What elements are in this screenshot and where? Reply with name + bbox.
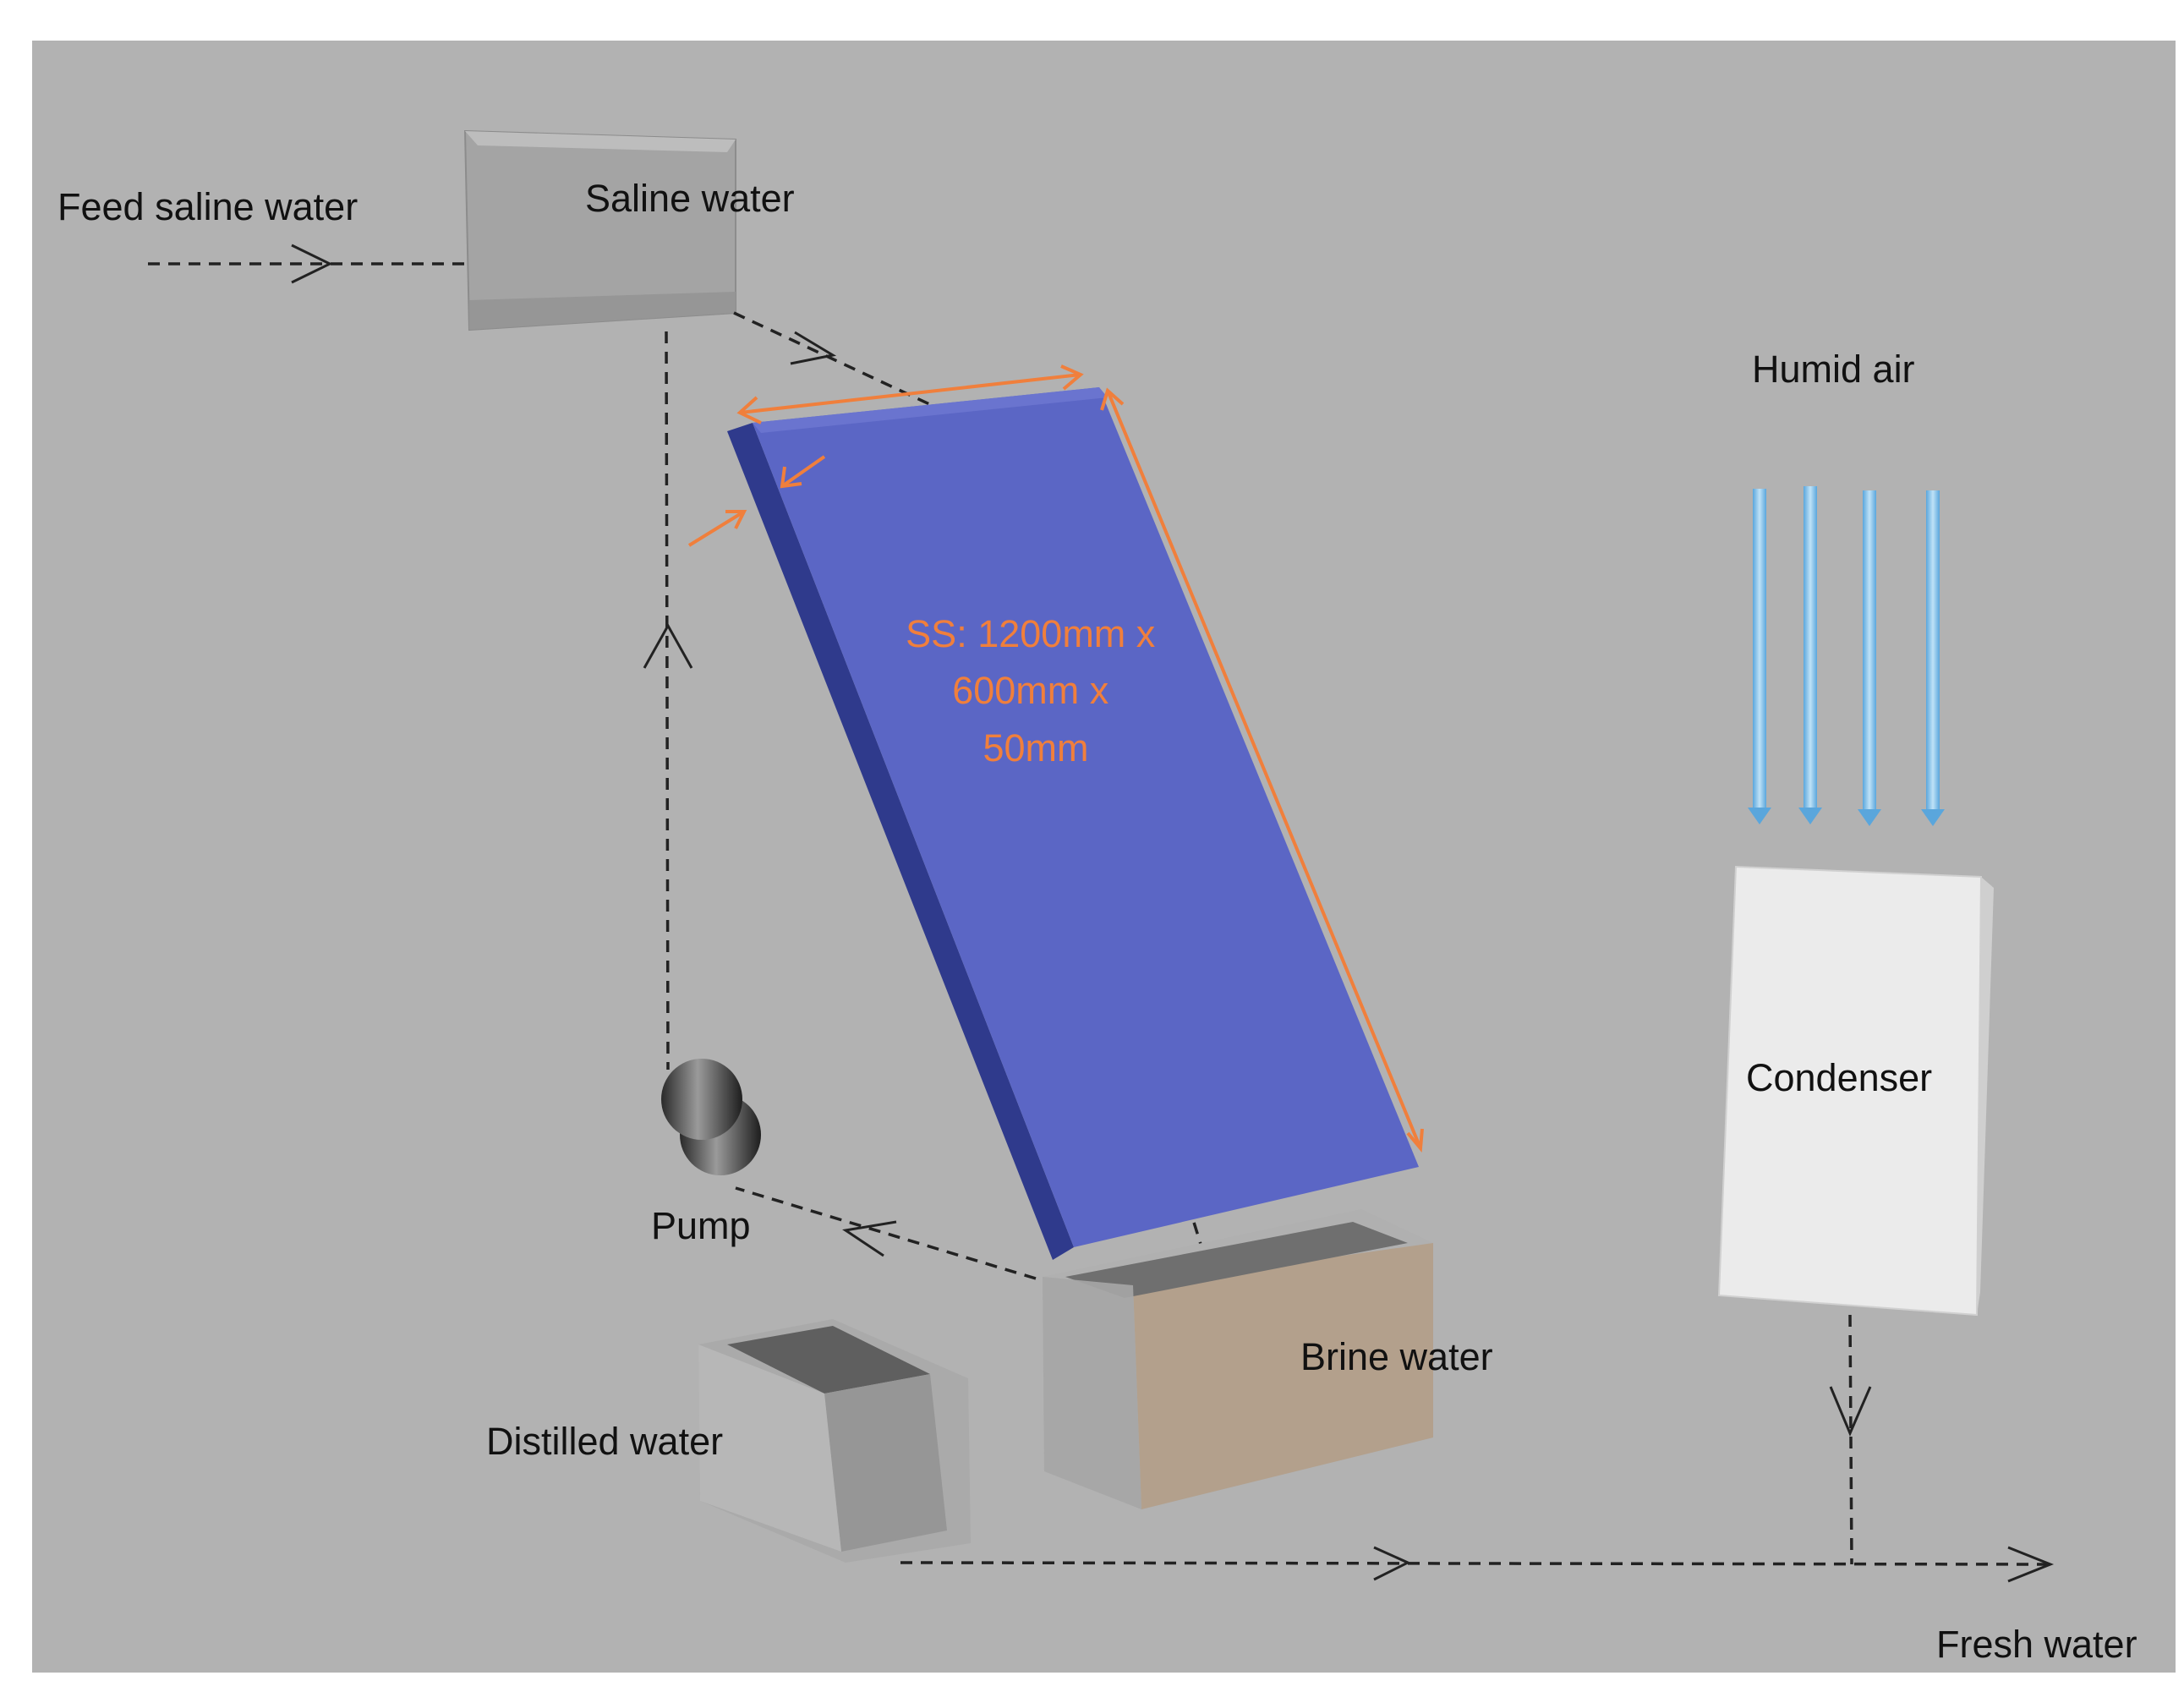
brine-to-pump-line (735, 1186, 1037, 1280)
brine-to-pump-arrow (842, 1220, 897, 1257)
fresh-water-arrow-2 (2007, 1546, 2055, 1583)
condenser-outlet-arrow (1829, 1386, 1872, 1437)
fresh-water-label: Fresh water (1936, 1623, 2137, 1666)
humid-air-label: Humid air (1752, 348, 1915, 391)
condenser-outlet-line (1848, 1314, 1853, 1565)
feed-saline-water-label: Feed saline water (57, 185, 358, 228)
condenser-label: Condenser (1746, 1056, 1932, 1099)
saline-water-tank (463, 129, 736, 331)
solar-still-panel (727, 387, 1419, 1260)
panel-dimension-label: SS: 1200mm x 600mm x 50mm (906, 612, 1166, 769)
panel-dimension-arrows (687, 364, 1424, 1153)
panel-dimension-line-3: 50mm (983, 726, 1088, 769)
fresh-water-arrow-1 (1373, 1546, 1411, 1581)
distilled-water-tank (698, 1319, 971, 1563)
saline-water-label: Saline water (585, 177, 795, 220)
feed-arrow (291, 244, 333, 284)
panel-edge (727, 423, 1074, 1260)
panel-dimension-line-1: SS: 1200mm x (906, 612, 1156, 655)
distilled-water-label: Distilled water (486, 1420, 723, 1463)
return-line (665, 331, 670, 1071)
saline-to-panel-arrow (790, 331, 837, 365)
return-arrow (643, 622, 693, 669)
panel-face (753, 387, 1419, 1247)
pump (661, 1059, 761, 1175)
pump-label: Pump (651, 1204, 751, 1247)
fresh-water-line (900, 1561, 2051, 1566)
panel-dimension-line-2: 600mm x (952, 669, 1109, 712)
brine-water-tank (1043, 1209, 1433, 1509)
humid-air-arrows (1748, 486, 1945, 826)
brine-water-label: Brine water (1300, 1335, 1493, 1378)
condenser-unit (1717, 865, 1994, 1317)
flow-lines (148, 244, 2055, 1583)
